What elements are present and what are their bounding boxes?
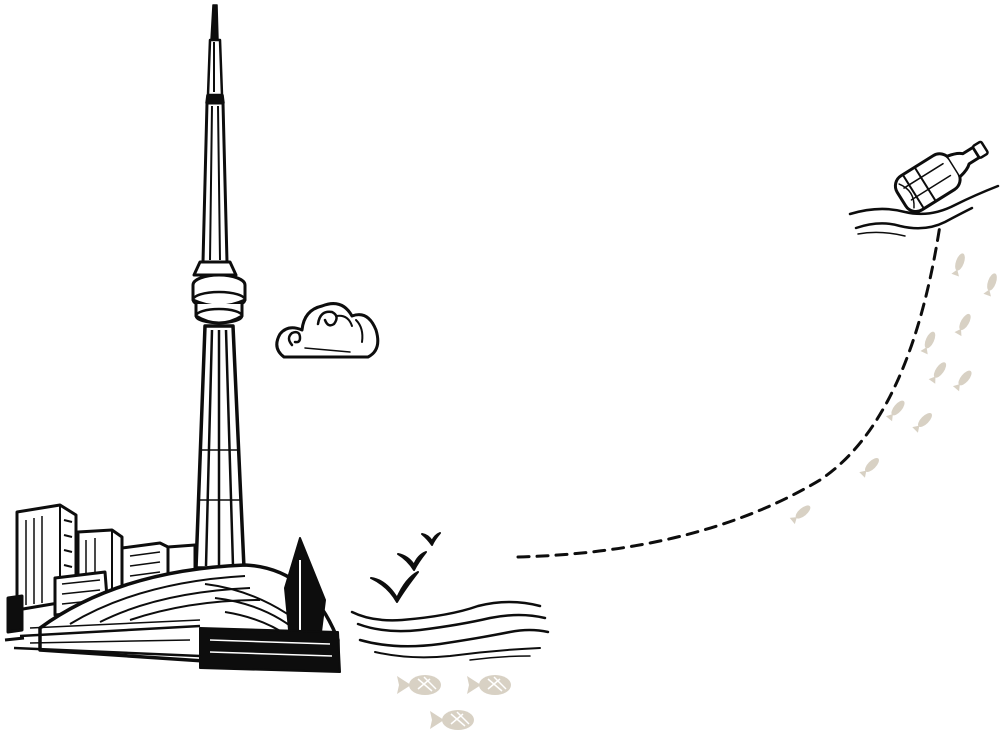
bird-icon (370, 532, 441, 603)
dashed-path-icon (516, 223, 942, 559)
dome-stadium-icon (4, 537, 341, 673)
bottle-icon (848, 140, 1000, 237)
fish-icon (397, 253, 997, 730)
wave-icon (350, 600, 550, 661)
cloud-icon (275, 302, 380, 359)
tower-icon (191, 4, 247, 570)
